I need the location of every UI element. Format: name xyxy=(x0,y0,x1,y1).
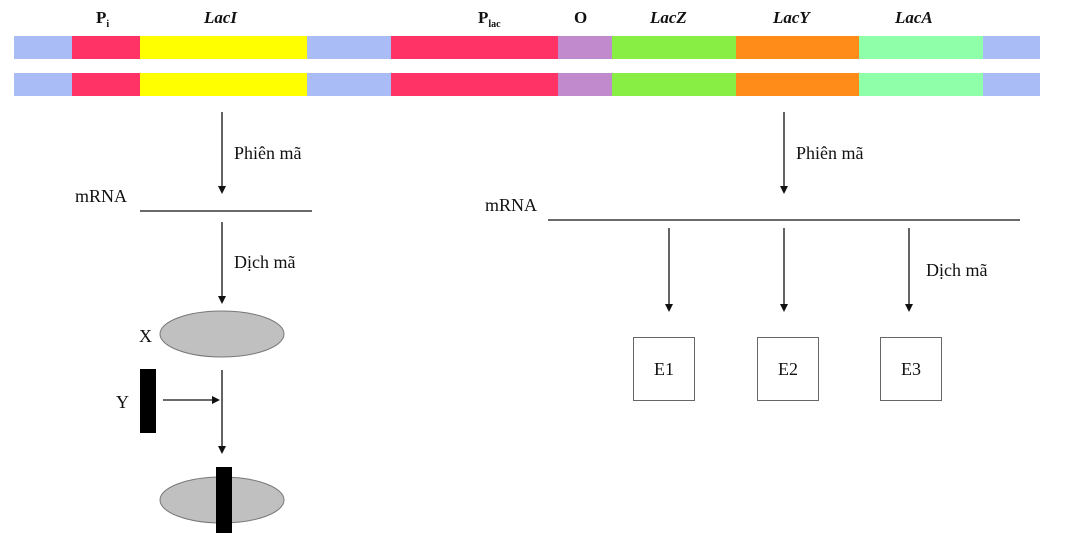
bound-inducer xyxy=(216,467,232,533)
segment-gene-lacy xyxy=(736,73,859,96)
label-transcription-left: Phiên mã xyxy=(234,143,302,163)
segment-spacer-right xyxy=(983,36,1040,59)
segment-spacer-mid xyxy=(307,73,391,96)
label-p-i: Pi xyxy=(96,8,109,35)
segment-promoter-i xyxy=(72,36,140,59)
label-laca: LacA xyxy=(895,8,933,27)
label-p-i-main: P xyxy=(96,8,107,27)
segment-gene-laci xyxy=(140,36,307,59)
segment-gene-laca xyxy=(859,73,983,96)
enzyme-label-e2: E2 xyxy=(778,358,798,379)
segment-operator xyxy=(558,73,612,96)
segment-gene-laci xyxy=(140,73,307,96)
enzyme-box-e2: E2 xyxy=(757,337,819,401)
segment-promoter-lac xyxy=(391,73,558,96)
label-p-i-sub: i xyxy=(106,19,110,30)
segment-gene-lacy xyxy=(736,36,859,59)
label-p-lac: Plac xyxy=(478,8,501,35)
label-translation-right: Dịch mã xyxy=(926,260,988,280)
label-p-lac-sub: lac xyxy=(488,19,501,30)
label-transcription-right: Phiên mã xyxy=(796,143,864,163)
label-lacy: LacY xyxy=(773,8,810,27)
label-x: X xyxy=(139,326,152,346)
enzyme-box-e3: E3 xyxy=(880,337,942,401)
dna-strand-top xyxy=(14,36,1040,59)
label-y: Y xyxy=(116,392,129,412)
segment-promoter-lac xyxy=(391,36,558,59)
label-lacz: LacZ xyxy=(650,8,687,27)
label-operator: O xyxy=(574,8,588,27)
label-laci: LacI xyxy=(204,8,238,27)
repressor-protein-x xyxy=(159,310,285,358)
segment-spacer-right xyxy=(983,73,1040,96)
enzyme-label-e3: E3 xyxy=(901,358,921,379)
label-mrna-left: mRNA xyxy=(75,186,128,206)
segment-spacer-left xyxy=(14,73,72,96)
dna-strand-bottom xyxy=(14,73,1040,96)
segment-spacer-mid xyxy=(307,36,391,59)
label-mrna-right: mRNA xyxy=(485,195,538,215)
segment-spacer-left xyxy=(14,36,72,59)
segment-promoter-i xyxy=(72,73,140,96)
label-translation-left: Dịch mã xyxy=(234,252,296,272)
label-p-lac-main: P xyxy=(478,8,489,27)
segment-operator xyxy=(558,36,612,59)
inducer-y xyxy=(140,369,156,433)
segment-gene-lacz xyxy=(612,73,736,96)
enzyme-box-e1: E1 xyxy=(633,337,695,401)
segment-gene-lacz xyxy=(612,36,736,59)
enzyme-label-e1: E1 xyxy=(654,358,674,379)
segment-gene-laca xyxy=(859,36,983,59)
